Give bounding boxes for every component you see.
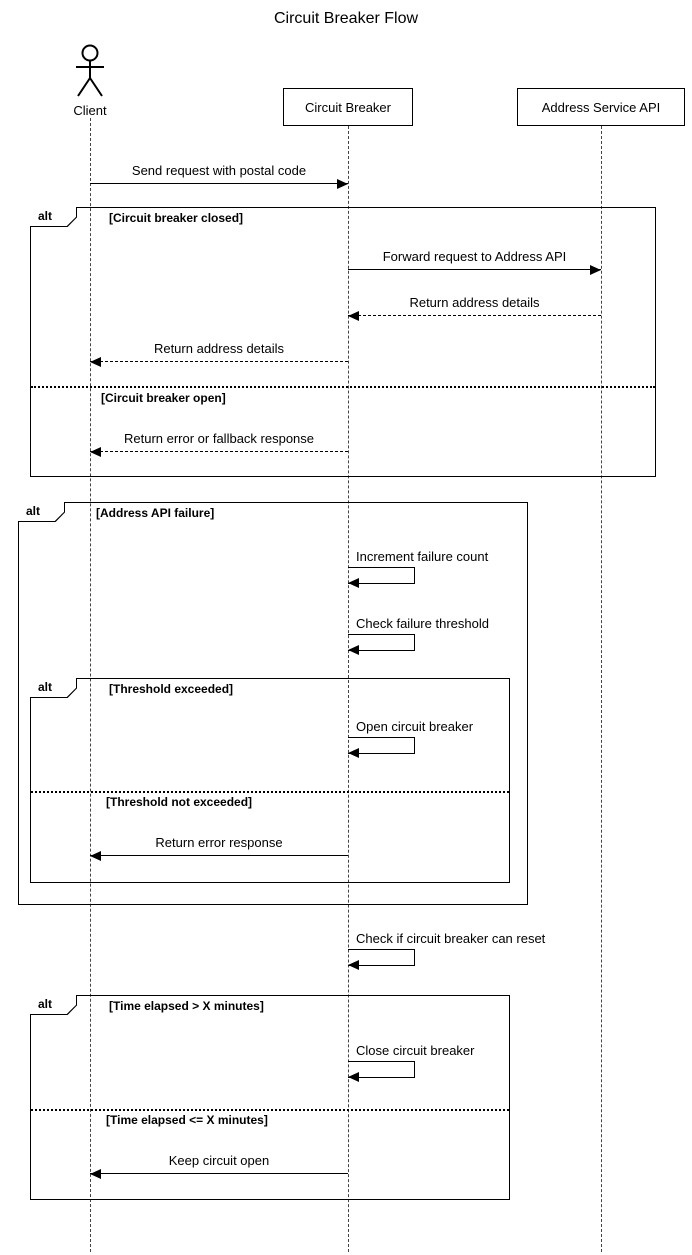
- frame-operator-label: alt: [30, 995, 76, 1014]
- arrowhead-right-icon: [337, 179, 348, 189]
- message-label-open-breaker: Open circuit breaker: [356, 719, 474, 734]
- self-message-open-breaker: [348, 737, 415, 758]
- message-line: [90, 851, 348, 861]
- message-return-error-or-fallback: Return error or fallback response: [90, 431, 348, 457]
- participant-client: Client: [58, 44, 122, 118]
- message-line: [90, 1169, 348, 1179]
- guard-time-not-elapsed: [Time elapsed <= X minutes]: [106, 1113, 268, 1127]
- frame-divider: [31, 386, 655, 388]
- self-message-close-breaker: [348, 1061, 415, 1082]
- message-label: Return error or fallback response: [123, 431, 315, 446]
- self-message-check-threshold: [348, 634, 415, 655]
- message-label: Return address details: [409, 295, 540, 310]
- message-forward-request: Forward request to Address API: [348, 249, 601, 275]
- message-label: Send request with postal code: [131, 163, 307, 178]
- arrowhead-left-icon: [348, 578, 359, 588]
- participant-address-api: Address Service API: [517, 88, 685, 126]
- frame-tab: alt: [30, 678, 77, 698]
- message-label-increment-failure: Increment failure count: [356, 549, 489, 564]
- frame-operator-label: alt: [30, 678, 76, 697]
- arrowhead-left-icon: [348, 311, 359, 321]
- message-line: [348, 265, 601, 275]
- alt-frame-breaker-state: alt [Circuit breaker closed] [Circuit br…: [30, 207, 656, 477]
- message-line: [90, 357, 348, 367]
- diagram-title: Circuit Breaker Flow: [273, 10, 419, 27]
- message-label-check-threshold: Check failure threshold: [356, 616, 489, 631]
- participant-circuit-breaker: Circuit Breaker: [283, 88, 413, 126]
- message-return-address-details-to-client: Return address details: [90, 341, 348, 367]
- arrowhead-left-icon: [348, 748, 359, 758]
- message-label: Forward request to Address API: [382, 249, 567, 264]
- participant-label-client: Client: [73, 103, 107, 118]
- guard-threshold-exceeded: [Threshold exceeded]: [109, 682, 234, 696]
- frame-divider: [31, 1109, 509, 1111]
- guard-time-elapsed: [Time elapsed > X minutes]: [109, 999, 264, 1013]
- lifeline-client: [90, 118, 91, 1252]
- message-keep-circuit-open: Keep circuit open: [90, 1153, 348, 1179]
- actor-icon: [76, 44, 104, 97]
- arrowhead-left-icon: [90, 357, 101, 367]
- guard-circuit-breaker-open: [Circuit breaker open]: [101, 391, 226, 405]
- lifeline-address-api: [601, 126, 602, 1252]
- guard-address-api-failure: [Address API failure]: [96, 506, 215, 520]
- alt-frame-reset-timer: alt [Time elapsed > X minutes] [Time ela…: [30, 995, 510, 1200]
- message-label: Return address details: [153, 341, 285, 356]
- guard-circuit-breaker-closed: [Circuit breaker closed]: [109, 211, 244, 225]
- message-label-close-breaker: Close circuit breaker: [356, 1043, 475, 1058]
- message-line: [90, 179, 348, 189]
- self-message-check-reset: [348, 949, 415, 970]
- message-return-address-details-to-breaker: Return address details: [348, 295, 601, 321]
- arrowhead-left-icon: [90, 447, 101, 457]
- arrowhead-left-icon: [348, 960, 359, 970]
- participant-label-address-api: Address Service API: [541, 99, 661, 115]
- message-return-error-response: Return error response: [90, 835, 348, 861]
- message-label: Return error response: [155, 835, 283, 850]
- self-message-increment-failure: [348, 567, 415, 588]
- arrowhead-left-icon: [90, 851, 101, 861]
- frame-tab: alt: [30, 995, 77, 1015]
- frame-tab: alt: [18, 502, 65, 522]
- message-line: [90, 447, 348, 457]
- message-line: [348, 311, 601, 321]
- message-label-check-reset: Check if circuit breaker can reset: [356, 931, 546, 946]
- alt-frame-threshold: alt [Threshold exceeded] [Threshold not …: [30, 678, 510, 883]
- alt-frame-api-failure: alt [Address API failure]: [18, 502, 528, 905]
- arrowhead-left-icon: [348, 645, 359, 655]
- frame-operator-label: alt: [18, 502, 64, 521]
- arrowhead-left-icon: [348, 1072, 359, 1082]
- arrowhead-left-icon: [90, 1169, 101, 1179]
- frame-tab: alt: [30, 207, 77, 227]
- message-send-request: Send request with postal code: [90, 163, 348, 189]
- arrowhead-right-icon: [590, 265, 601, 275]
- participant-label-circuit-breaker: Circuit Breaker: [305, 99, 391, 115]
- frame-operator-label: alt: [30, 207, 76, 226]
- message-label: Keep circuit open: [168, 1153, 270, 1168]
- lifeline-circuit-breaker: [348, 126, 349, 1252]
- frame-divider: [31, 791, 509, 793]
- guard-threshold-not-exceeded: [Threshold not exceeded]: [106, 795, 253, 809]
